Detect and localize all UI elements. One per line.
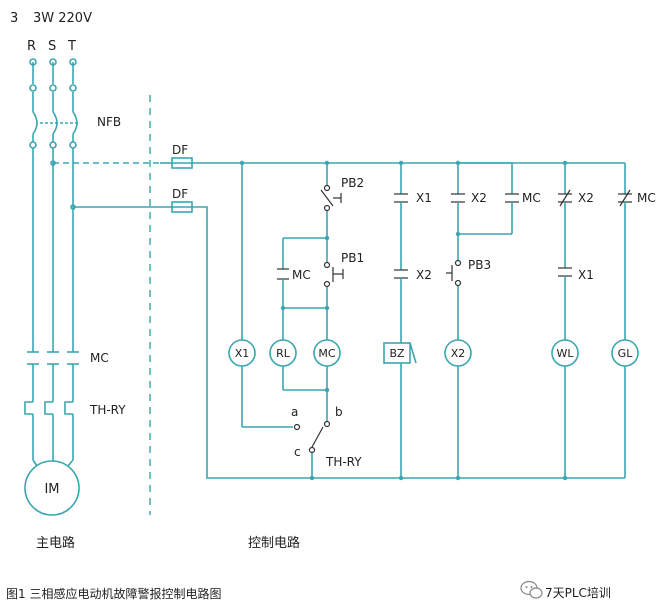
x2-nc-label: X2 — [578, 191, 594, 205]
pb3-label: PB3 — [468, 258, 491, 272]
figure-caption: 图1 三相感应电动机故障警报控制电路图 — [6, 586, 221, 601]
thry-main-label: TH-RY — [89, 403, 126, 417]
term-b: b — [335, 405, 343, 419]
mc-main-label: MC — [90, 351, 109, 365]
brand-name: 7天PLC培训 — [545, 585, 611, 600]
phase-r-label: R — [27, 39, 36, 54]
coil-x1: X1 — [235, 347, 250, 360]
x2-contact-label: X2 — [416, 268, 432, 282]
mc-hold-label: MC — [292, 268, 311, 282]
coil-rl: RL — [276, 347, 291, 360]
coil-x2: X2 — [451, 347, 466, 360]
phase-t-label: T — [67, 39, 76, 54]
term-a: a — [291, 405, 298, 419]
main-circuit-title: 主电路 — [36, 535, 75, 551]
buzzer-bz: BZ — [389, 347, 405, 360]
motor-label: IM — [44, 482, 59, 497]
coil-mc: MC — [318, 347, 335, 360]
main-circuit: IM — [24, 58, 172, 516]
nfb-label: NFB — [97, 115, 121, 129]
df2-label: DF — [172, 187, 188, 201]
lamp-gl: GL — [618, 347, 634, 360]
mc-nc-label: MC — [637, 191, 656, 205]
x1-contact-b-label: X1 — [578, 268, 594, 282]
pb1-label: PB1 — [341, 251, 364, 265]
wechat-icon — [520, 580, 543, 599]
control-circuit-title: 控制电路 — [248, 535, 300, 551]
x2-contact-b-label: X2 — [471, 191, 487, 205]
mc-contact-label: MC — [522, 191, 541, 205]
lamp-wl: WL — [556, 347, 574, 360]
term-c: c — [294, 445, 301, 459]
control-circuit: DF DF — [171, 143, 639, 481]
circuit-diagram: 3 3W 220V R S T — [6, 11, 656, 601]
x1-contact-label: X1 — [416, 191, 432, 205]
supply-spec: 3W 220V — [33, 11, 92, 26]
thry-ctrl-label: TH-RY — [325, 455, 362, 469]
df1-label: DF — [172, 143, 188, 157]
pb2-label: PB2 — [341, 176, 364, 190]
phase-count: 3 — [10, 11, 18, 26]
phase-s-label: S — [48, 39, 56, 54]
